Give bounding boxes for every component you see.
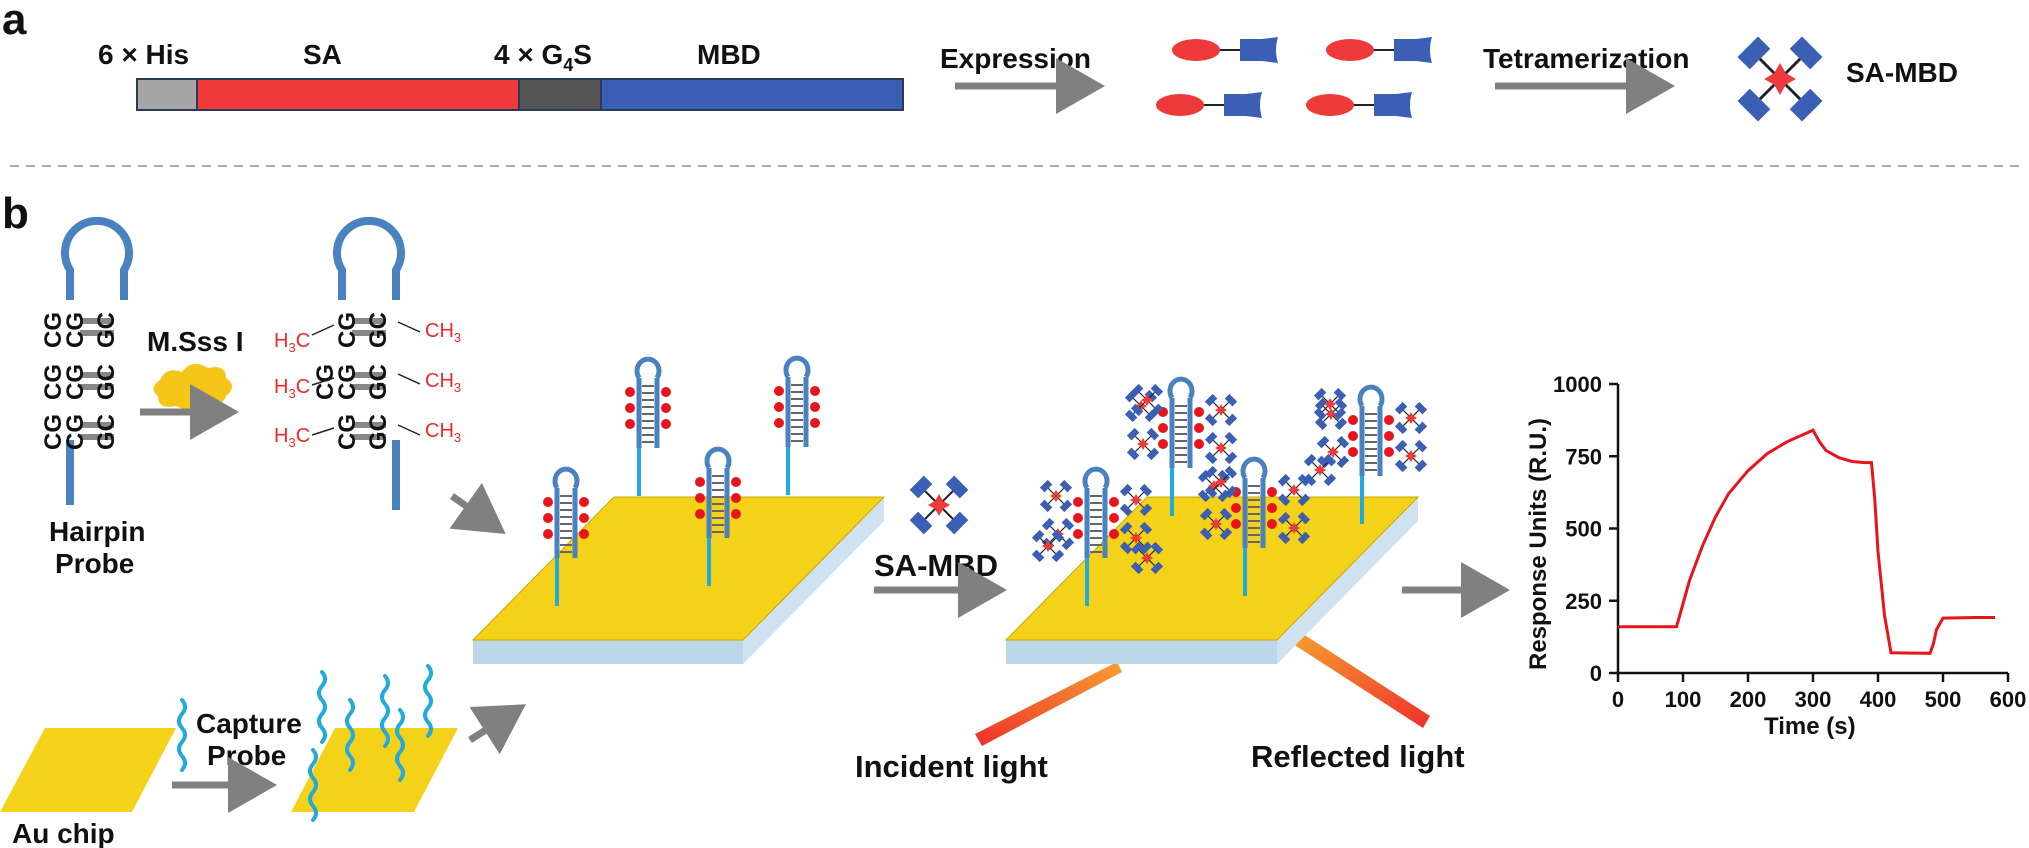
mbase-gc-3: GC (365, 414, 392, 450)
hairpin-probe-unmethylated: CG CG CG CG CG CG GC GC GC (40, 216, 133, 505)
base-cg-4: CG (62, 364, 89, 400)
sensor-chip-1 (471, 496, 886, 664)
mbase-cg-4: CG (334, 414, 361, 450)
base-cg-3: CG (40, 364, 67, 400)
base-cg-5: CG (40, 414, 67, 450)
au-chip-label: Au chip (12, 818, 115, 848)
mbase-cg-3: CG (334, 364, 361, 400)
x-tick-label: 400 (1860, 687, 1897, 712)
y-tick-label: 1000 (1553, 372, 1602, 397)
x-tick-label: 500 (1925, 687, 1962, 712)
base-gc-2: GC (93, 364, 120, 400)
capture-label-line1: Capture (196, 708, 302, 739)
y-tick-label: 500 (1565, 517, 1602, 542)
panel-b-letter: b (2, 189, 29, 238)
capture-probe-strand (177, 698, 187, 772)
mbase-cg-2: CG (312, 364, 339, 400)
enzyme-blob (153, 363, 232, 410)
y-tick-label: 0 (1590, 661, 1602, 686)
methyl-left-1: H3C (274, 330, 310, 355)
sa-segment (196, 78, 520, 111)
x-ticks: 0 100 200 300 400 500 600 (1612, 673, 2026, 712)
sa-mbd-product-label: SA-MBD (1846, 57, 1958, 88)
tetramerization-label: Tetramerization (1483, 43, 1689, 74)
base-cg-1: CG (40, 312, 67, 348)
mbase-gc-2: GC (365, 364, 392, 400)
methyl-right-1: CH3 (425, 320, 461, 345)
x-tick-label: 100 (1665, 687, 1702, 712)
base-gc-3: GC (93, 414, 120, 450)
base-cg-2: CG (62, 312, 89, 348)
au-chip-with-probes (291, 728, 458, 812)
sa-mbd-monomers (1155, 36, 1433, 119)
sa-label: SA (303, 39, 342, 70)
linker-segment (518, 78, 602, 111)
x-axis-title: Time (s) (1764, 713, 1856, 740)
methyl-right-2: CH3 (425, 370, 461, 395)
hairpin-probe-methylated: CG CG CG CG GC GC GC H3C H3C H3C CH3 CH3… (274, 216, 461, 510)
his-tag-label: 6 × His (98, 39, 189, 70)
mbd-label: MBD (697, 39, 761, 70)
his-segment (136, 78, 198, 111)
panel-a-letter: a (2, 0, 27, 44)
mbd-segment (600, 78, 904, 111)
methyl-left-3: H3C (274, 425, 310, 450)
x-tick-label: 0 (1612, 687, 1624, 712)
enzyme-label: M.Sss I (147, 326, 243, 357)
gene-construct-bar (136, 78, 904, 111)
sa-mbd-arrow-label: SA-MBD (874, 548, 998, 583)
incident-label: Incident light (855, 749, 1048, 784)
y-axis-title: Response Units (R.U.) (1525, 418, 1552, 670)
base-cg-6: CG (62, 414, 89, 450)
linker-label: 4 × G4S (494, 39, 592, 75)
x-tick-label: 200 (1730, 687, 1767, 712)
hairpin-label-line1: Hairpin (49, 516, 145, 547)
x-tick-label: 600 (1990, 687, 2027, 712)
y-tick-label: 750 (1565, 444, 1602, 469)
sa-mbd-incoming (908, 474, 970, 536)
hairpin-to-chip-arrow (449, 482, 506, 535)
incident-beam (975, 662, 1122, 746)
response-curve (1618, 428, 1995, 655)
hairpin-label-line2: Probe (55, 548, 134, 579)
expression-label: Expression (940, 43, 1091, 74)
base-gc-1: GC (93, 312, 120, 348)
chip-to-sensor-arrow (468, 704, 526, 755)
au-chip (0, 728, 176, 812)
methyl-left-2: H3C (274, 376, 310, 401)
reflected-label: Reflected light (1251, 739, 1465, 774)
mbase-gc-1: GC (365, 312, 392, 348)
x-tick-label: 300 (1795, 687, 1832, 712)
y-ticks: 0 250 500 750 1000 (1553, 372, 1618, 686)
sa-mbd-tetramer (1736, 35, 1824, 123)
methyl-right-3: CH3 (425, 420, 461, 445)
capture-label-line2: Probe (207, 740, 286, 771)
y-tick-label: 250 (1565, 589, 1602, 614)
spr-chart: 0 250 500 750 1000 0 100 200 300 400 500 600 Time … (1525, 372, 2026, 740)
sensor-chip-2 (1004, 496, 1420, 664)
mbase-cg-1: CG (334, 312, 361, 348)
reflected-beam (1293, 632, 1430, 728)
